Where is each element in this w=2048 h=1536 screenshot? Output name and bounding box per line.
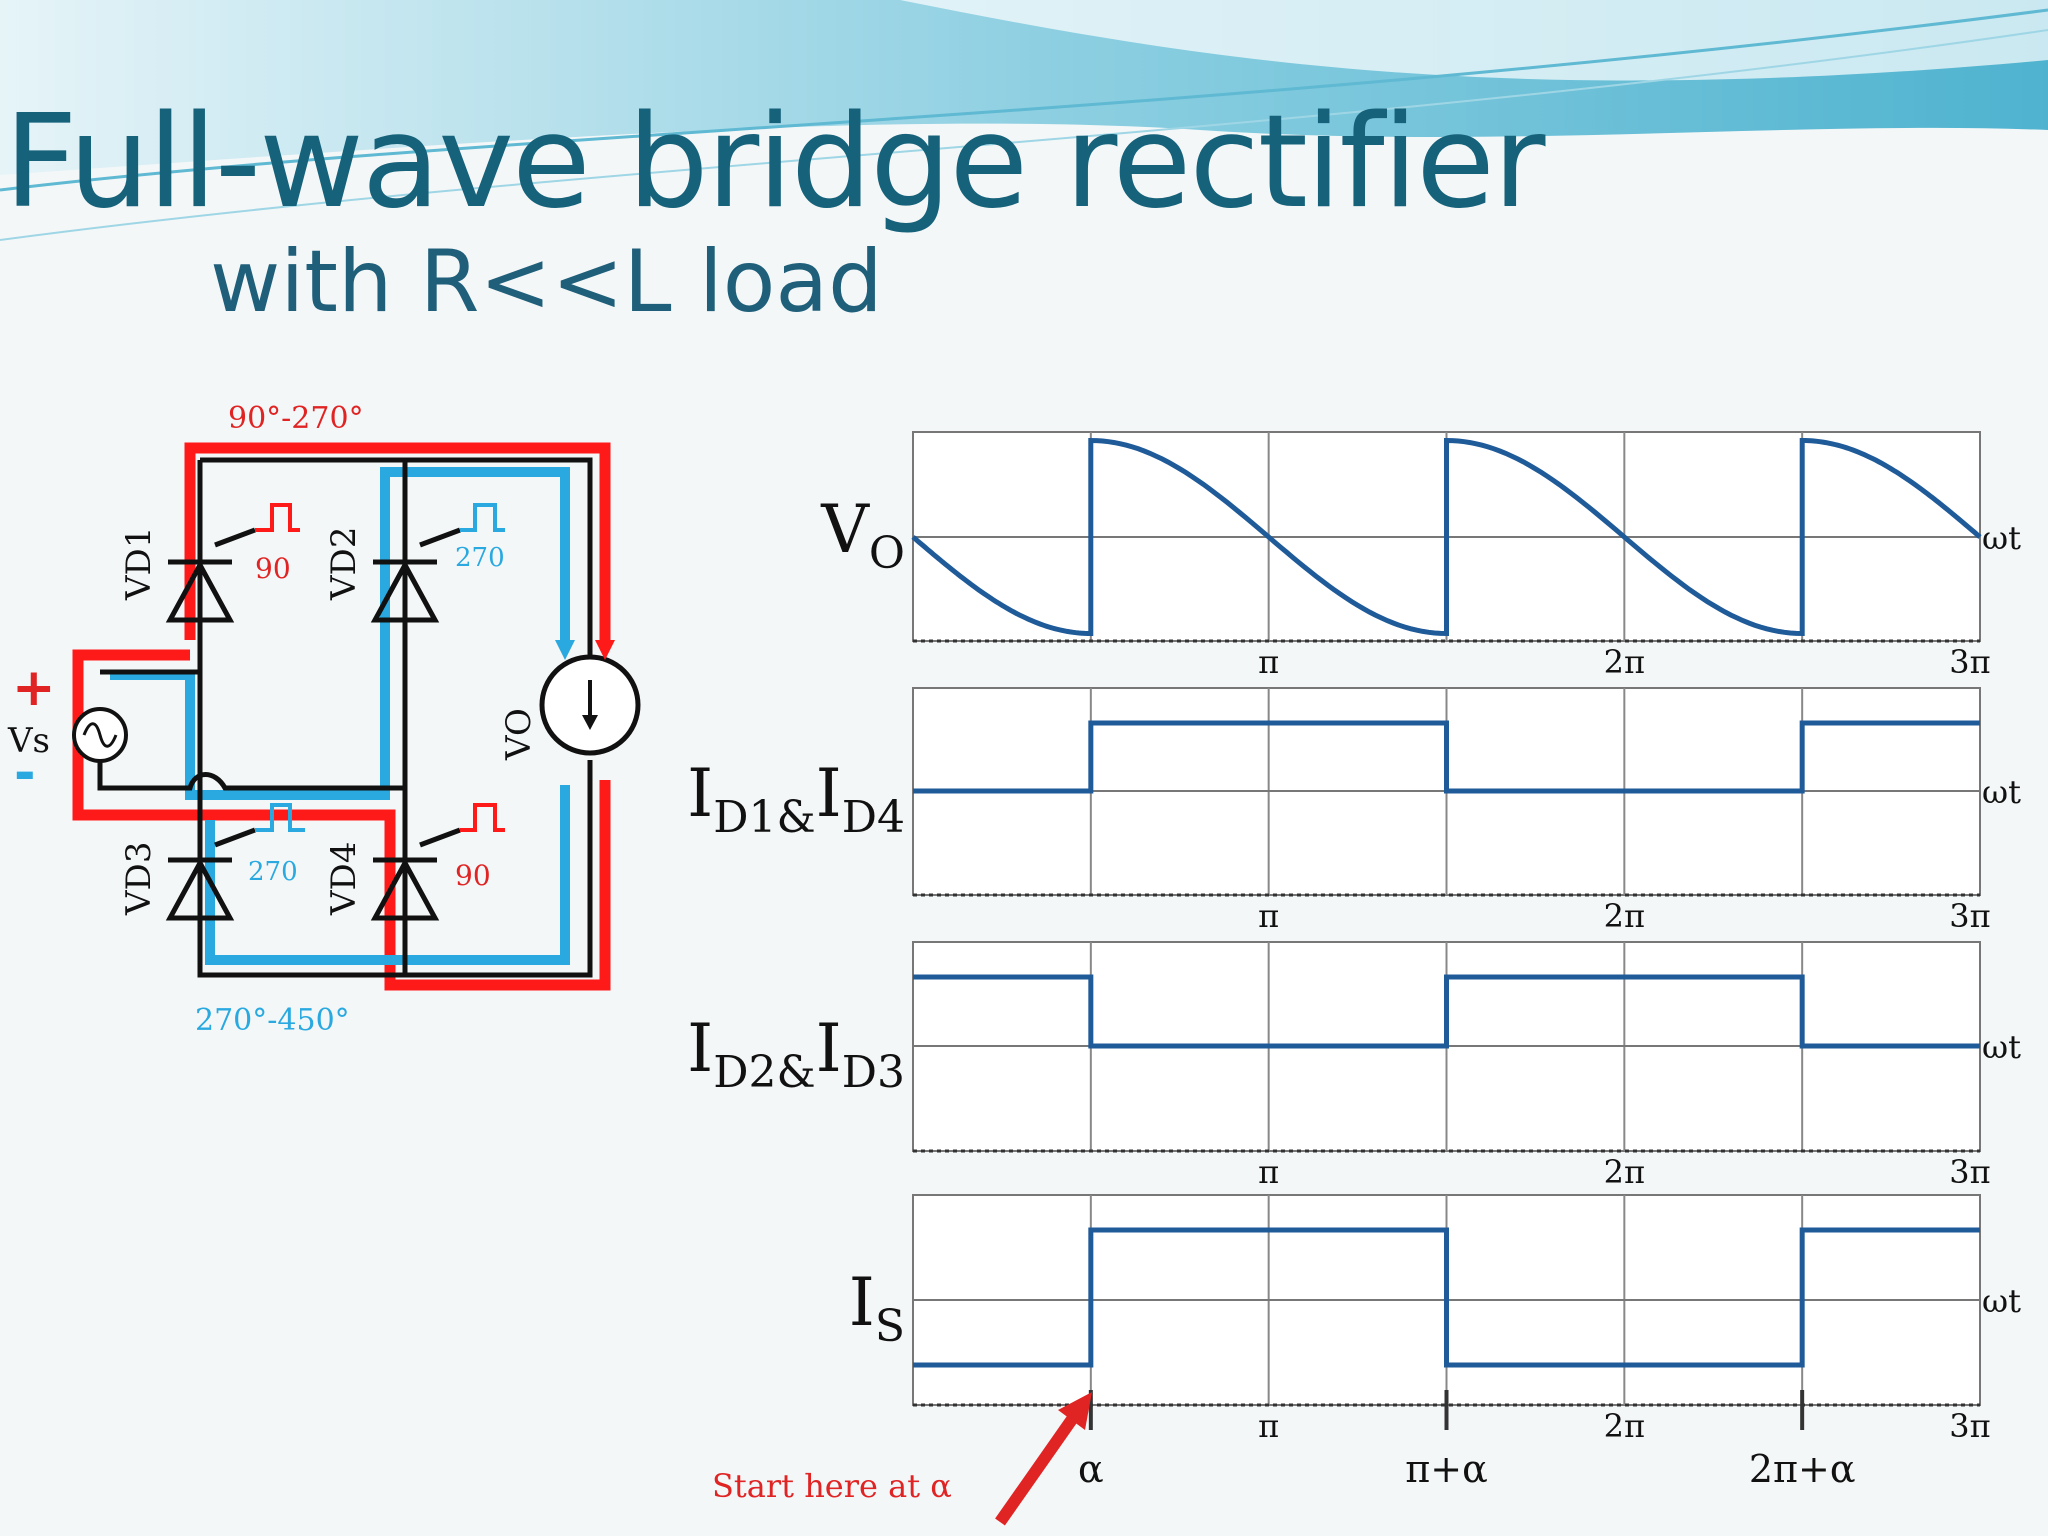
ac-source (72, 707, 128, 763)
waveform-panel-2-ylabel: ID1&ID4 (687, 755, 905, 843)
thyristor-d4 (370, 827, 461, 921)
waveform-panel-4-xlabel: ωt (1982, 1282, 2021, 1320)
waveform-panel-4-xtick-1: 2π (1604, 1407, 1645, 1445)
waveform-panel-3-xlabel: ωt (1982, 1028, 2021, 1066)
d1-gate-angle: 90 (255, 552, 291, 585)
waveform-panel-1-xlabel: ωt (1982, 519, 2021, 557)
d2-voltage-label: VD2 (324, 527, 364, 601)
d4-gate-angle: 90 (455, 859, 491, 892)
thyristor-d1 (165, 527, 256, 623)
waveform-panel-3-xtick-0: π (1258, 1153, 1279, 1191)
bottom-break-label-0: α (1078, 1447, 1104, 1491)
annotation-arrowhead (1058, 1392, 1092, 1430)
source-minus: - (14, 743, 36, 803)
waveform-panel-4-ylabel: IS (849, 1264, 905, 1352)
waveform-panel-3-xtick-2: 3π (1949, 1153, 1990, 1191)
waveform-panel-3-ylabel: ID2&ID3 (687, 1010, 905, 1098)
annotation-text: Start here at α (712, 1467, 952, 1505)
waveform-panel-1-trace (911, 437, 1982, 637)
gate-pulse-d3 (255, 803, 305, 832)
gate-pulse-d1 (255, 503, 300, 532)
waveform-panel-4-xtick-2: 3π (1949, 1407, 1990, 1445)
blue-arrow-top (555, 640, 575, 660)
waveform-panel-2-trace (913, 720, 1980, 794)
slide-subtitle: with R<<L load (210, 232, 883, 332)
gate-pulse-d2 (460, 503, 505, 532)
source-plus: + (12, 658, 56, 718)
red-arrow-top (595, 640, 615, 660)
waveform-panel-1-xtick-1: 2π (1604, 643, 1645, 681)
d1-voltage-label: VD1 (119, 527, 159, 601)
waveform-panel-2-xtick-0: π (1258, 897, 1279, 935)
d3-voltage-label: VD3 (119, 842, 159, 916)
blue-path-range: 270°-450° (195, 1003, 350, 1038)
waveform-panel-4-trace (913, 1227, 1980, 1368)
current-source-load (539, 654, 641, 756)
thyristor-d2 (370, 527, 461, 623)
waveform-panel-1-xtick-0: π (1258, 643, 1279, 681)
annotation-arrow (995, 1411, 1080, 1526)
slide-title: Full-wave bridge rectifier (4, 88, 1545, 237)
bottom-break-label-1: π+α (1405, 1447, 1487, 1491)
waveform-panel-1-xtick-2: 3π (1949, 643, 1990, 681)
waveform-panel-2-xtick-2: 3π (1949, 897, 1990, 935)
waveform-panel-1-ylabel: VO (820, 491, 905, 579)
d2-gate-angle: 270 (455, 543, 505, 573)
thyristor-d3 (165, 827, 256, 921)
bridge-circuit: 90°-270° 270°-450° Vs + - 90 270 270 90 … (7, 401, 641, 1038)
waveform-panel-2-xlabel: ωt (1982, 773, 2021, 811)
bottom-break-label-2: 2π+α (1749, 1447, 1856, 1491)
waveform-panel-3-trace (913, 974, 1980, 1049)
load-label: VO (499, 708, 539, 761)
waveform-panel-4-xtick-0: π (1258, 1407, 1279, 1445)
d4-voltage-label: VD4 (324, 842, 364, 916)
waveform-panel-2-xtick-1: 2π (1604, 897, 1645, 935)
source-label: Vs (7, 721, 50, 761)
waveform-panel-3-xtick-1: 2π (1604, 1153, 1645, 1191)
red-path-range: 90°-270° (228, 401, 364, 436)
red-conduction-path (72, 442, 611, 991)
d3-gate-angle: 270 (248, 857, 298, 887)
gate-pulse-d4 (460, 803, 505, 832)
schematic-wires (97, 457, 593, 978)
